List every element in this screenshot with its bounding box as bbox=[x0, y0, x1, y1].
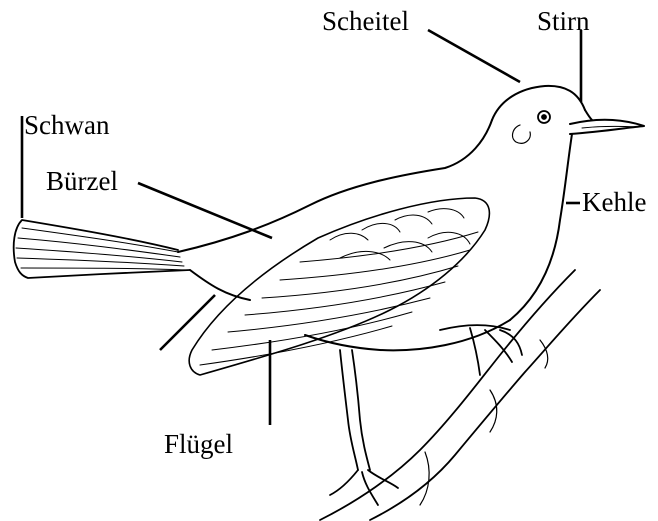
label-scheitel: Scheitel bbox=[322, 8, 409, 35]
leader-buerzel bbox=[138, 183, 272, 238]
label-schwan: Schwan bbox=[24, 112, 109, 139]
body-outline bbox=[178, 86, 644, 350]
label-stirn: Stirn bbox=[537, 8, 590, 35]
branch bbox=[320, 270, 600, 520]
label-fluegel: Flügel bbox=[164, 431, 233, 458]
eye bbox=[513, 111, 550, 143]
tail bbox=[14, 220, 190, 278]
leader-unlabeled bbox=[160, 295, 215, 350]
wing bbox=[189, 198, 489, 375]
leader-lines bbox=[22, 30, 581, 425]
legs bbox=[330, 325, 522, 505]
label-kehle: Kehle bbox=[582, 189, 646, 216]
label-buerzel: Bürzel bbox=[46, 168, 118, 195]
leader-scheitel bbox=[428, 30, 520, 82]
